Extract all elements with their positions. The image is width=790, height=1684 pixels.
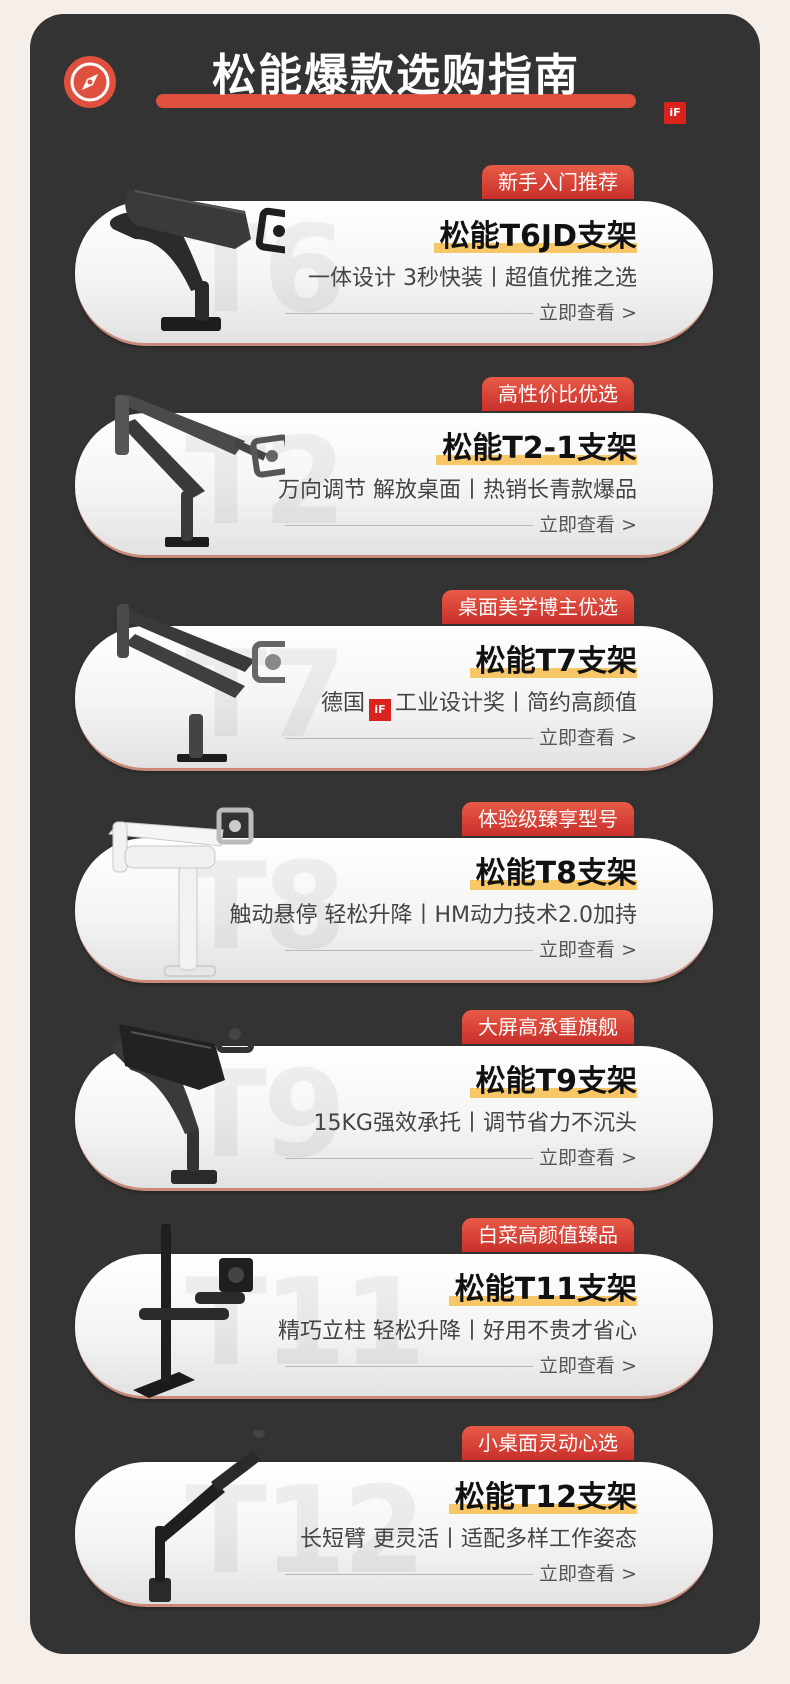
name-highlight bbox=[448, 1504, 637, 1514]
view-now-link[interactable]: 立即查看 > bbox=[539, 302, 637, 324]
monitor-arm-image bbox=[115, 604, 285, 762]
divider-line bbox=[285, 1158, 533, 1159]
product-tag: 桌面美学博主优选 bbox=[442, 590, 634, 624]
product-description: 15KG强效承托丨调节省力不沉头 bbox=[313, 1111, 637, 1136]
description-prefix: 德国 bbox=[320, 691, 365, 716]
monitor-arm-image bbox=[115, 395, 285, 547]
name-highlight bbox=[448, 1296, 637, 1306]
product-name-wrap: 松能T6JD支架 bbox=[433, 215, 637, 259]
product-name-wrap: 松能T11支架 bbox=[448, 1268, 637, 1312]
product-tag: 白菜高颜值臻品 bbox=[462, 1218, 634, 1252]
monitor-arm-image bbox=[133, 1224, 253, 1398]
name-highlight bbox=[436, 455, 637, 465]
product-tag: 大屏高承重旗舰 bbox=[462, 1010, 634, 1044]
monitor-arm-image bbox=[109, 189, 285, 331]
product-name-wrap: 松能T8支架 bbox=[469, 852, 637, 896]
product-tag: 小桌面灵动心选 bbox=[462, 1426, 634, 1460]
product-name-wrap: 松能T2-1支架 bbox=[436, 427, 637, 471]
product-name: 松能T11支架 bbox=[454, 1272, 637, 1307]
product-card-t12[interactable]: 小桌面灵动心选 T12 松能T12支架 长短臂 更灵活丨适配多样工作姿态 立即查… bbox=[75, 1426, 713, 1607]
divider-line bbox=[285, 1574, 533, 1575]
name-highlight bbox=[469, 668, 637, 678]
name-highlight bbox=[469, 1088, 637, 1098]
product-card-t8[interactable]: 体验级臻享型号 T8 松能T8支架 触动悬停 轻松升降丨HM动力技术2.0加持 … bbox=[75, 802, 713, 983]
product-name-wrap: 松能T9支架 bbox=[469, 1060, 637, 1104]
divider-line bbox=[285, 738, 533, 739]
description-suffix: 工业设计奖丨简约高颜值 bbox=[394, 691, 637, 716]
product-card-t9[interactable]: 大屏高承重旗舰 T9 松能T9支架 15KG强效承托丨调节省力不沉头 立即查看 … bbox=[75, 1010, 713, 1191]
monitor-arm-image bbox=[149, 1430, 278, 1602]
product-card-t11[interactable]: 白菜高颜值臻品 T11 松能T11支架 精巧立柱 轻松升降丨好用不贵才省心 立即… bbox=[75, 1218, 713, 1399]
product-card-t2-1[interactable]: 高性价比优选 T2 松能T2-1支架 万向调节 解放桌面丨热销长青款爆品 立即查… bbox=[75, 377, 713, 558]
title-underline bbox=[156, 94, 636, 108]
product-description: 万向调节 解放桌面丨热销长青款爆品 bbox=[278, 478, 637, 503]
monitor-arm-image bbox=[112, 1015, 254, 1184]
product-description: 长短臂 更灵活丨适配多样工作姿态 bbox=[300, 1527, 637, 1552]
divider-line bbox=[285, 313, 533, 314]
name-highlight bbox=[469, 880, 637, 890]
view-now-link[interactable]: 立即查看 > bbox=[539, 514, 637, 536]
product-description: 触动悬停 轻松升降丨HM动力技术2.0加持 bbox=[229, 903, 637, 928]
name-highlight bbox=[433, 243, 637, 253]
view-now-link[interactable]: 立即查看 > bbox=[539, 1355, 637, 1377]
divider-line bbox=[285, 525, 533, 526]
product-name: 松能T12支架 bbox=[454, 1480, 637, 1515]
divider-line bbox=[285, 1366, 533, 1367]
product-name: 松能T2-1支架 bbox=[442, 431, 637, 466]
product-tag: 高性价比优选 bbox=[482, 377, 634, 411]
view-now-link[interactable]: 立即查看 > bbox=[539, 727, 637, 749]
product-name-wrap: 松能T12支架 bbox=[448, 1476, 637, 1520]
monitor-arm-image bbox=[108, 807, 254, 977]
product-name: 松能T6JD支架 bbox=[439, 219, 637, 254]
product-name-wrap: 松能T7支架 bbox=[469, 640, 637, 684]
view-now-link[interactable]: 立即查看 > bbox=[539, 1563, 637, 1585]
product-name: 松能T7支架 bbox=[475, 644, 637, 679]
if-award-badge: iF bbox=[664, 102, 686, 124]
product-name: 松能T8支架 bbox=[475, 856, 637, 891]
product-description: 精巧立柱 轻松升降丨好用不贵才省心 bbox=[278, 1319, 637, 1344]
divider-line bbox=[285, 950, 533, 951]
view-now-link[interactable]: 立即查看 > bbox=[539, 939, 637, 961]
model-watermark: T12 bbox=[185, 1462, 426, 1601]
product-description: 一体设计 3秒快装丨超值优推之选 bbox=[308, 266, 637, 291]
compass-icon bbox=[64, 56, 116, 108]
product-tag: 新手入门推荐 bbox=[482, 165, 634, 199]
product-name: 松能T9支架 bbox=[475, 1064, 637, 1099]
if-award-icon: iF bbox=[368, 699, 391, 721]
view-now-link[interactable]: 立即查看 > bbox=[539, 1147, 637, 1169]
model-watermark: T8 bbox=[185, 838, 346, 977]
product-card-t6jd[interactable]: 新手入门推荐 T6 松能T6JD支架 一体设计 3秒快装丨超值优推之选 立即查看… bbox=[75, 165, 713, 346]
product-tag: 体验级臻享型号 bbox=[462, 802, 634, 836]
page-title: 松能爆款选购指南 bbox=[212, 50, 580, 101]
